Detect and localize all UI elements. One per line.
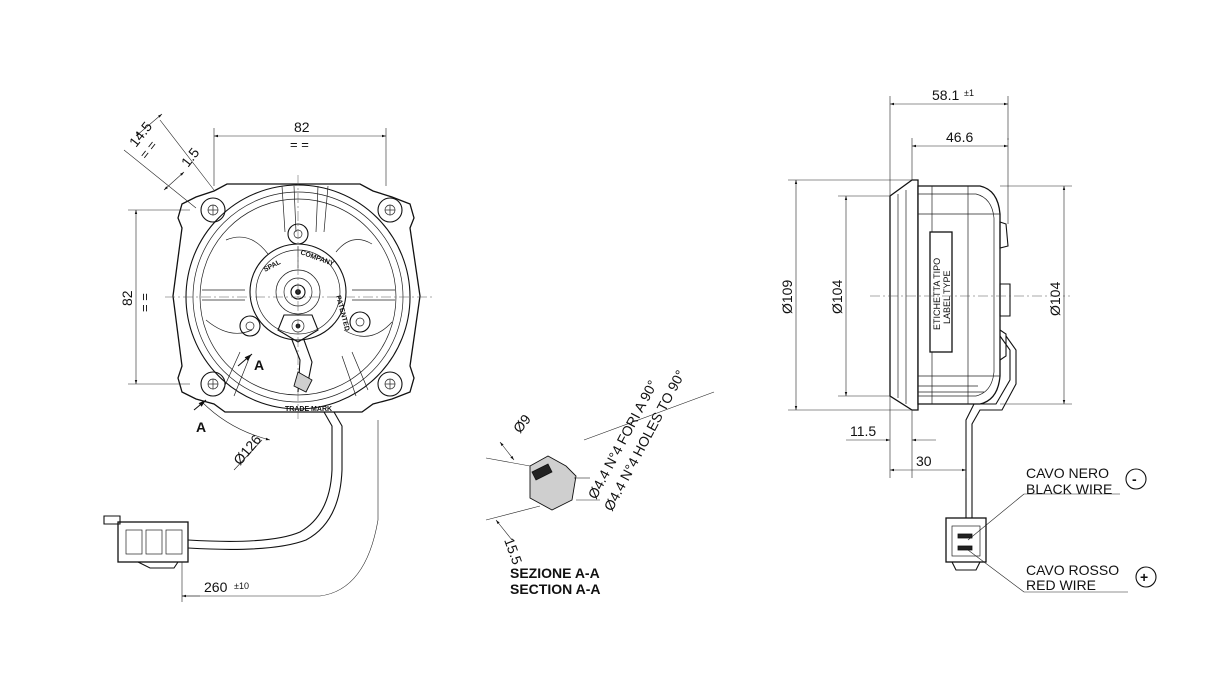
red-wire-it: CAVO ROSSO (1026, 562, 1119, 578)
label-it: ETICHETTA TIPO (932, 258, 942, 330)
black-wire-it: CAVO NERO (1026, 465, 1109, 481)
connector (103, 515, 189, 569)
section-view: Ø9 15.5 Ø4.4 N°4 FORI A 90° Ø4.4 N°4 HOL… (485, 367, 715, 597)
mount-tab-tl (200, 197, 226, 223)
side-connector (945, 517, 987, 571)
front-view: SPAL COMPANY PATENTED TRADE MARK 82 (103, 113, 432, 602)
dim-offsets: 14.5 = = 1.5 (123, 113, 215, 209)
wire-clip (293, 371, 313, 393)
dim-width-text: 82 (294, 119, 310, 135)
dim-height-eq: = = (137, 293, 152, 312)
dim-width: 82 = = (213, 119, 387, 186)
mount-tab-tr (377, 197, 403, 223)
minus-symbol (1125, 468, 1147, 490)
red-wire-en: RED WIRE (1026, 577, 1096, 593)
side-cable-2 (971, 335, 1017, 518)
section-title-en: SECTION A-A (510, 581, 600, 597)
cable-inner (187, 411, 343, 550)
side-flange (889, 179, 919, 411)
dim-wire-offset-text: 30 (916, 453, 932, 469)
dim-right-dia-text: Ø104 (1047, 282, 1063, 316)
red-wire-sign: + (1140, 569, 1148, 585)
type-label (929, 231, 953, 353)
cable-outer (187, 411, 333, 542)
dim-inner-dia-text: Ø104 (829, 280, 845, 314)
dim-cable-tol: ±10 (234, 581, 249, 591)
rim-text: TRADE MARK (285, 406, 332, 413)
housing-struts (202, 185, 395, 397)
section-boss (529, 455, 577, 511)
dim-total-text: 58.1 (932, 87, 959, 103)
section-title-it: SEZIONE A-A (510, 565, 600, 581)
section-mark-1: A (254, 357, 264, 373)
black-wire-en: BLACK WIRE (1026, 481, 1112, 497)
mount-tab-br (377, 371, 403, 397)
dim-outer-dia-text: Ø109 (779, 280, 795, 314)
dim-height: 82 = = (119, 209, 190, 385)
black-wire-sign: - (1132, 471, 1137, 487)
dim-cable-text: 260 (204, 579, 228, 595)
dim-flange-text: 11.5 (850, 423, 876, 439)
section-hole (531, 463, 553, 481)
label-en: LABEL TYPE (942, 270, 952, 324)
wire-legend: CAVO NERO BLACK WIRE - CAVO ROSSO RED WI… (967, 465, 1157, 593)
section-mark-2: A (196, 419, 206, 435)
section-dim-dia: Ø9 (510, 411, 534, 436)
side-view: ETICHETTA TIPO LABEL TYPE 58.1 ±1 46.6 (779, 87, 1072, 571)
section-cut-marks: A A (193, 353, 264, 435)
dim-cable-length: 260 ±10 (181, 420, 379, 602)
mount-tab-bl (200, 371, 226, 397)
housing-outline (172, 183, 421, 413)
dim-body-text: 46.6 (946, 129, 973, 145)
dim-height-text: 82 (119, 290, 135, 306)
dim-total-tol: ±1 (964, 88, 974, 98)
dim-width-eq: = = (290, 137, 309, 152)
section-dim-depth: 15.5 (501, 536, 525, 567)
plus-symbol (1135, 566, 1157, 588)
